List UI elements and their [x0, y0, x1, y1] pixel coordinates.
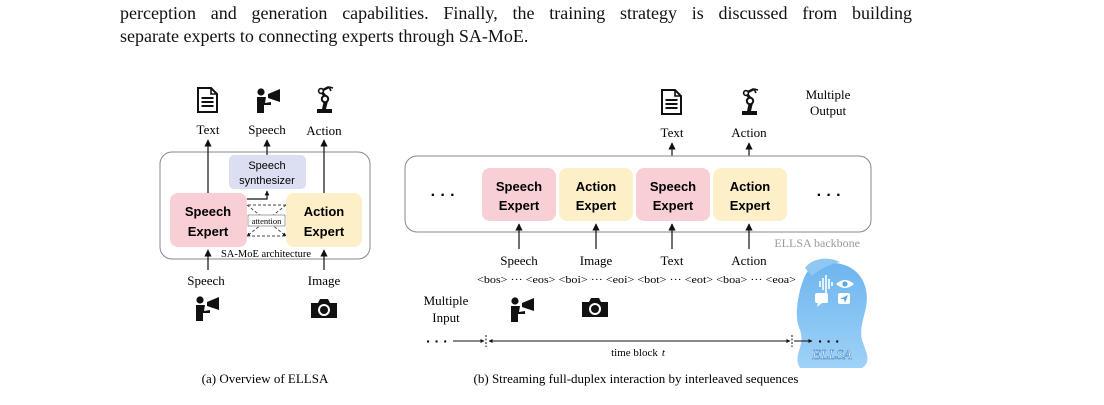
time-block-label: time block t: [611, 347, 666, 359]
modality-speech-label: Speech: [500, 253, 538, 268]
speech-output-speaker-icon: [257, 88, 280, 113]
streaming-image-camera-icon: [582, 298, 608, 317]
caption-a: (a) Overview of ELLSA: [202, 371, 329, 386]
fig-b-expert-0-label-2: Expert: [499, 198, 540, 213]
fig-b-expert-1-label-1: Action: [576, 179, 617, 194]
fig-a-speech-expert-label-2: Expert: [188, 224, 229, 239]
figure-a: Text Speech Action Speech synthesizer Sp…: [159, 85, 371, 386]
fig-b-expert-2-label-2: Expert: [653, 198, 694, 213]
caption-b: (b) Streaming full-duplex interaction by…: [474, 371, 799, 386]
fig-a-speech-expert: [170, 193, 247, 247]
fig-a-action-expert-label-2: Expert: [304, 224, 345, 239]
modality-image-label: Image: [580, 253, 613, 268]
ellsa-logo-text: ELLSA: [811, 348, 852, 363]
time-block-variable: t: [662, 347, 666, 359]
sa-moe-architecture-label: SA-MoE architecture: [221, 249, 311, 260]
modality-text-label: Text: [661, 253, 684, 268]
text-output-doc-icon: [197, 87, 218, 113]
speech-input-speaker-icon: [196, 296, 219, 321]
fig-b-output-action-label: Action: [731, 125, 767, 140]
fig-b-expert-3-label-2: Expert: [730, 198, 771, 213]
fig-a-speech-expert-label-1: Speech: [185, 204, 231, 219]
fig-b-expert-block-0: [482, 168, 556, 221]
text-output-doc-icon-b: [661, 89, 682, 115]
fig-a-output-text-label: Text: [197, 122, 220, 137]
fig-b-expert-0-label-1: Speech: [496, 179, 542, 194]
fig-a-action-expert-label-1: Action: [304, 204, 345, 219]
sound-wave-icon: [819, 275, 833, 293]
ellsa-logo: ELLSA: [796, 258, 868, 368]
multiple-input-label-1: Multiple: [424, 293, 469, 308]
ellsa-backbone-label: ELLSA backbone: [774, 236, 860, 250]
figure-b: Text Action Multiple Output · · · · · · …: [404, 87, 872, 386]
streaming-speech-speaker-icon: [511, 297, 534, 322]
attention-label-box: [247, 214, 286, 227]
fig-a-input-image-label: Image: [308, 273, 341, 288]
multiple-output-label-1: Multiple: [806, 87, 851, 102]
backbone-left-ellipsis: · · ·: [431, 187, 456, 204]
backbone-right-ellipsis: · · ·: [817, 187, 842, 204]
synth-label-2: synthesizer: [239, 175, 295, 187]
multiple-output-label-2: Output: [810, 103, 847, 118]
modality-action-label: Action: [731, 253, 767, 268]
special-token-sequence: <bos> ··· <eos> <boi> ··· <eoi> <bot> ··…: [477, 275, 796, 286]
time-axis-right-ellipsis: · · ·: [818, 333, 840, 349]
paragraph-line-1: perception and generation capabilities. …: [120, 3, 912, 23]
eye-icon: [836, 280, 854, 288]
fig-b-expert-1-label-2: Expert: [576, 198, 617, 213]
action-output-robot-arm-icon: [315, 85, 335, 115]
paragraph-line-2: separate experts to connecting experts t…: [120, 26, 529, 46]
fig-b-expert-block-1: [559, 168, 633, 221]
speech-synthesizer-box: [229, 155, 306, 189]
time-block-word: time block: [611, 347, 658, 359]
multiple-input-label-2: Input: [432, 310, 460, 325]
fig-b-expert-block-3: [713, 168, 787, 221]
fig-a-output-action-label: Action: [306, 123, 342, 138]
image-input-camera-icon: [311, 299, 337, 318]
fig-a-output-speech-label: Speech: [248, 122, 286, 137]
action-output-robot-arm-icon-b: [740, 87, 760, 117]
paper-paragraph: perception and generation capabilities. …: [120, 2, 912, 48]
fig-a-action-expert: [286, 193, 362, 247]
fig-b-expert-block-2: [636, 168, 710, 221]
chat-bubble-icon: [815, 293, 828, 307]
synth-label-1: Speech: [248, 160, 285, 172]
attention-dashed-lines: [246, 204, 287, 237]
attention-label: attention: [252, 216, 282, 226]
fig-b-expert-2-label-1: Speech: [650, 179, 696, 194]
fig-a-input-speech-label: Speech: [187, 273, 225, 288]
fig-b-output-text-label: Text: [661, 125, 684, 140]
send-icon: [838, 293, 850, 304]
fig-b-expert-3-label-1: Action: [730, 179, 771, 194]
time-axis-left-ellipsis: · · ·: [426, 333, 448, 349]
